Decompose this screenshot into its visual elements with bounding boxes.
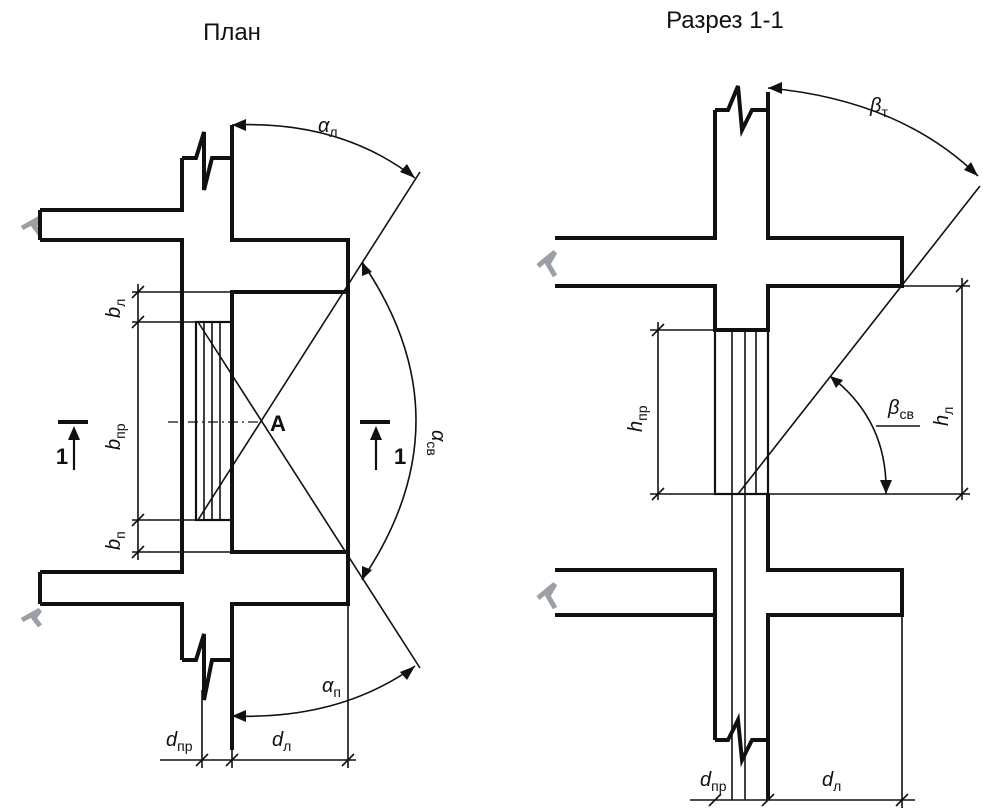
plan-title: План: [203, 19, 261, 46]
section-sightline: [737, 185, 981, 495]
svg-text:1: 1: [56, 444, 68, 469]
plan-dimensions-vertical: [131, 284, 232, 560]
section-dimension-h-l: [955, 278, 969, 501]
plan-section-mark-right: 1: [360, 420, 406, 470]
plan-point-a: A: [270, 411, 286, 436]
plan-wall-break-left-lower: [20, 607, 42, 628]
plan-label-b-pr: bпр: [103, 423, 128, 450]
plan-section-mark-left: 1: [56, 420, 88, 470]
section-wall-break-left-upper: [536, 250, 558, 278]
plan-arc-alpha-sv: [361, 261, 417, 581]
plan-view: План: [20, 19, 449, 768]
plan-label-alpha-sv: αсв: [424, 430, 449, 456]
plan-wall-break-top: [182, 131, 232, 191]
section-wall-break-bottom: [715, 712, 768, 768]
plan-arc-alpha-l: [231, 123, 416, 179]
section-wall-break-top: [715, 85, 768, 138]
plan-wall-break-left-upper: [20, 215, 42, 236]
section-wall-break-left-lower: [536, 582, 558, 610]
section-title: Разрез 1-1: [666, 7, 784, 34]
plan-arc-alpha-p: [231, 665, 416, 718]
section-label-beta-sv: βсв: [887, 397, 914, 422]
section-label-d-pr: dпр: [700, 769, 727, 794]
section-wall-lower: [555, 494, 904, 800]
section-arc-beta-sv: [829, 375, 887, 495]
plan-label-alpha-p: αп: [322, 675, 341, 700]
section-label-h-pr: hпр: [625, 405, 650, 432]
plan-wall-outline-upper: [40, 125, 350, 292]
plan-wall-break-bottom: [182, 633, 234, 750]
section-label-beta-t: βт: [869, 95, 888, 120]
plan-sightline-upper: [197, 171, 421, 521]
section-label-d-l: dл: [822, 769, 841, 794]
section-label-h-l: hл: [931, 407, 956, 426]
plan-window-frame: [194, 320, 234, 522]
section-view: Разрез 1-1: [536, 7, 981, 808]
plan-dimensions-horizontal: [160, 552, 356, 768]
section-window-frame: [713, 328, 770, 800]
section-dimension-h-pr: [651, 322, 665, 501]
plan-label-b-p: bп: [103, 531, 128, 550]
section-arc-beta-t: [767, 87, 979, 177]
plan-wall-inner-left: [40, 238, 184, 574]
section-dimension-horizontal: [690, 615, 915, 808]
section-wall-upper: [555, 92, 904, 332]
svg-text:1: 1: [394, 444, 406, 469]
plan-label-alpha-l: αл: [318, 115, 338, 140]
plan-sightline-lower: [197, 321, 421, 669]
plan-label-b-l: bл: [103, 299, 128, 318]
plan-label-d-pr: dпр: [166, 729, 193, 754]
plan-label-d-l: dл: [272, 729, 291, 754]
plan-wall-outline-lower: [40, 552, 350, 750]
